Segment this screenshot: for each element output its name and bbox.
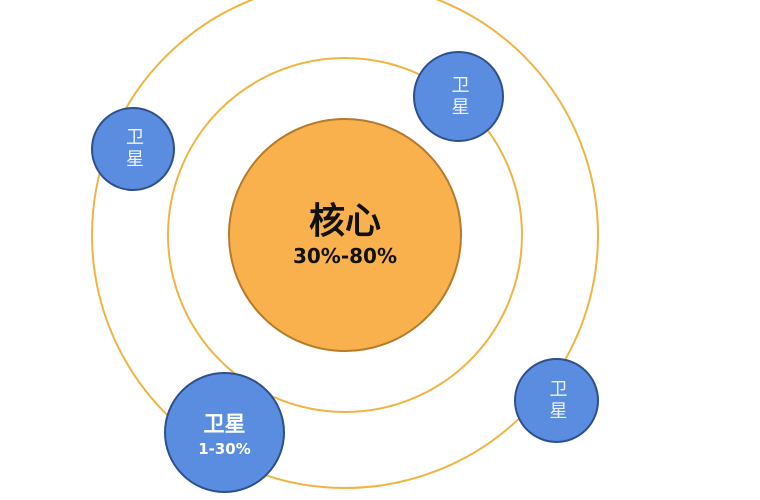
satellite-label: 卫星 — [123, 127, 144, 171]
core-circle: 核心 30%-80% — [228, 118, 462, 352]
satellite-label: 卫星 — [203, 411, 246, 436]
satellite-bottom-right: 卫星 — [514, 358, 599, 443]
satellite-label: 卫星 — [448, 74, 470, 119]
satellite-range: 1-30% — [198, 439, 251, 458]
satellite-label: 卫星 — [546, 378, 568, 423]
inner-orbit-ring — [167, 57, 523, 413]
outer-orbit-ring — [91, 0, 599, 489]
core-title: 核心 — [308, 201, 381, 243]
satellite-top-right: 卫星 — [413, 51, 504, 142]
satellite-bottom-left-main: 卫星 1-30% — [164, 372, 285, 493]
core-range: 30%-80% — [292, 243, 398, 268]
satellite-top-left: 卫星 — [91, 107, 175, 191]
